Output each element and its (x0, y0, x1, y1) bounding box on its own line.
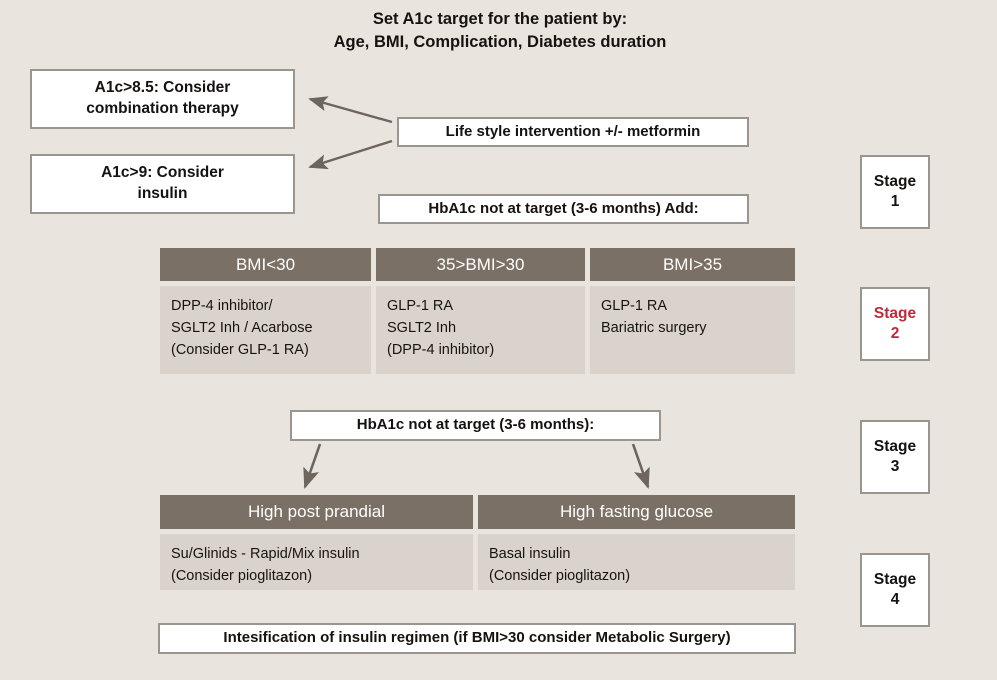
box-a1c-over-9[interactable]: A1c>9: Consider insulin (30, 154, 295, 214)
glucose-cell-1-line-0: Basal insulin (489, 546, 571, 562)
stage-badge-4-word: Stage (873, 570, 917, 588)
arrow-lifestyle-to-a1c9 (308, 139, 393, 170)
arrow-hba1c-to-fasting-glucose (631, 443, 650, 489)
box-hba1c-not-at-target-2[interactable]: HbA1c not at target (3-6 months): (290, 410, 661, 441)
bmi-body-cell-2[interactable]: GLP-1 RA Bariatric surgery (590, 286, 795, 374)
bmi-header-cell-0[interactable]: BMI<30 (160, 248, 371, 281)
box-a1c-over-9-line-1: A1c>9: Consider (101, 164, 224, 182)
box-hba1c-not-at-target-2-label: HbA1c not at target (3-6 months): (356, 416, 595, 434)
bmi-cell-0-line-1: SGLT2 Inh / Acarbose (171, 320, 313, 337)
box-lifestyle-intervention-label: Life style intervention +/- metformin (445, 122, 701, 140)
bmi-cell-0-line-2: (Consider GLP-1 RA) (171, 342, 309, 359)
glucose-body-cell-0[interactable]: Su/Glinids - Rapid/Mix insulin (Consider… (160, 534, 473, 590)
stage-badge-2-word: Stage (873, 304, 917, 322)
stage-badge-2-number: 2 (890, 325, 900, 342)
bmi-body-cell-1[interactable]: GLP-1 RA SGLT2 Inh (DPP-4 inhibitor) (376, 286, 585, 374)
bmi-cell-1-line-2: (DPP-4 inhibitor) (387, 342, 495, 359)
bmi-cell-0-line-0: DPP-4 inhibitor/ (171, 298, 273, 314)
arrow-lifestyle-to-a1c85 (308, 96, 393, 124)
glucose-cell-0-line-0: Su/Glinids - Rapid/Mix insulin (171, 546, 360, 562)
glucose-header-cell-1[interactable]: High fasting glucose (478, 495, 795, 529)
arrow-hba1c-to-post-prandial (303, 443, 322, 489)
stage-badge-4-number: 4 (890, 591, 900, 608)
stage-badge-2[interactable]: Stage 2 (860, 287, 930, 361)
bmi-header-cell-2[interactable]: BMI>35 (590, 248, 795, 281)
glucose-cell-1-line-1: (Consider pioglitazon) (489, 568, 631, 585)
bmi-table-header-row: BMI<30 35>BMI>30 BMI>35 (160, 248, 795, 281)
bmi-cell-2-line-0: GLP-1 RA (601, 298, 668, 314)
stage-badge-3-word: Stage (873, 437, 917, 455)
box-insulin-intensification-label: Intesification of insulin regimen (if BM… (223, 629, 731, 647)
bmi-body-cell-0[interactable]: DPP-4 inhibitor/ SGLT2 Inh / Acarbose (C… (160, 286, 371, 374)
bmi-cell-2-line-1: Bariatric surgery (601, 320, 707, 337)
page-title-line-1: Set A1c target for the patient by: (372, 10, 628, 28)
box-insulin-intensification[interactable]: Intesification of insulin regimen (if BM… (158, 623, 796, 654)
page-title-line-2: Age, BMI, Complication, Diabetes duratio… (333, 33, 667, 52)
bmi-treatment-table: BMI<30 35>BMI>30 BMI>35 DPP-4 inhibitor/… (160, 248, 795, 374)
box-a1c-over-8-5[interactable]: A1c>8.5: Consider combination therapy (30, 69, 295, 129)
stage-badge-3-number: 3 (890, 458, 900, 475)
glucose-body-cell-1[interactable]: Basal insulin (Consider pioglitazon) (478, 534, 795, 590)
stage-badge-3[interactable]: Stage 3 (860, 420, 930, 494)
box-lifestyle-intervention[interactable]: Life style intervention +/- metformin (397, 117, 749, 147)
bmi-table-body-row: DPP-4 inhibitor/ SGLT2 Inh / Acarbose (C… (160, 286, 795, 374)
page-title: Set A1c target for the patient by: Age, … (270, 8, 730, 55)
stage-badge-1[interactable]: Stage 1 (860, 155, 930, 229)
box-a1c-over-8-5-line-2: combination therapy (86, 100, 239, 117)
bmi-cell-1-line-0: GLP-1 RA (387, 298, 454, 314)
box-a1c-over-8-5-line-1: A1c>8.5: Consider (94, 79, 231, 97)
bmi-header-cell-1[interactable]: 35>BMI>30 (376, 248, 585, 281)
glucose-table-body-row: Su/Glinids - Rapid/Mix insulin (Consider… (160, 534, 795, 590)
box-hba1c-not-at-target-add[interactable]: HbA1c not at target (3-6 months) Add: (378, 194, 749, 224)
stage-badge-1-word: Stage (873, 172, 917, 190)
bmi-cell-1-line-1: SGLT2 Inh (387, 320, 457, 337)
stage-badge-4[interactable]: Stage 4 (860, 553, 930, 627)
box-a1c-over-9-line-2: insulin (137, 185, 188, 202)
glucose-header-cell-0[interactable]: High post prandial (160, 495, 473, 529)
glucose-cell-0-line-1: (Consider pioglitazon) (171, 568, 313, 585)
stage-badge-1-number: 1 (890, 193, 900, 210)
box-hba1c-not-at-target-add-label: HbA1c not at target (3-6 months) Add: (428, 199, 699, 217)
glucose-pattern-table: High post prandial High fasting glucose … (160, 495, 795, 590)
glucose-table-header-row: High post prandial High fasting glucose (160, 495, 795, 529)
